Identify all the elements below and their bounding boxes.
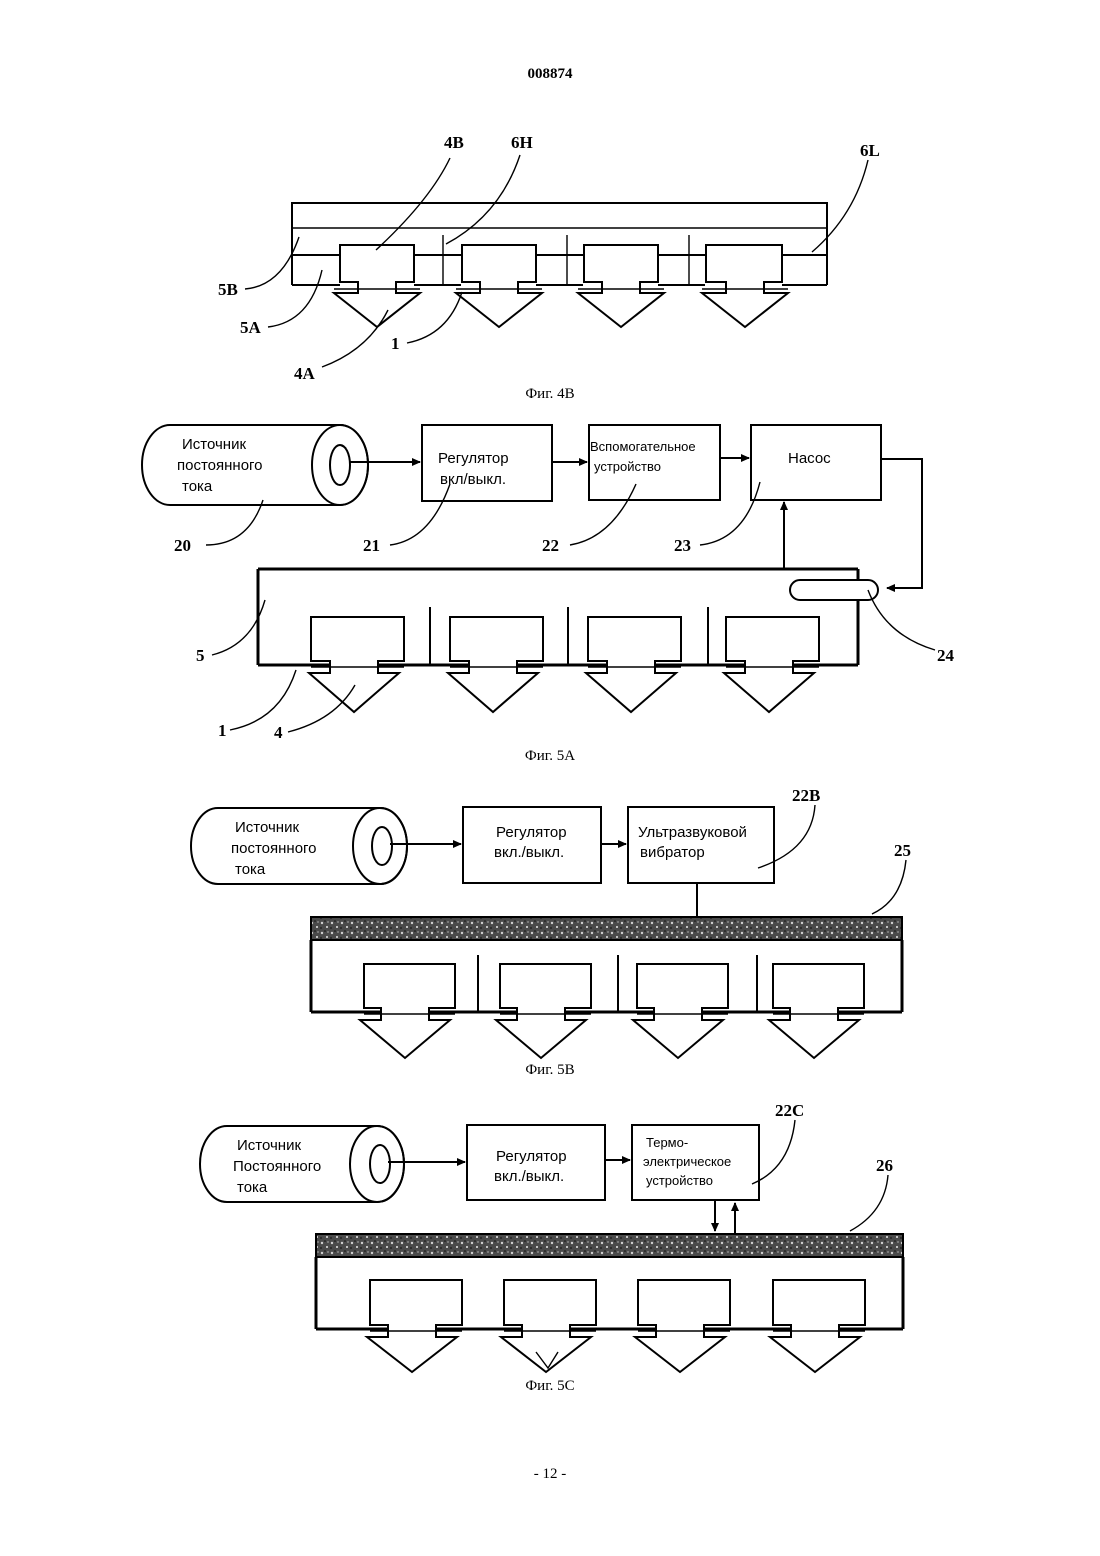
vibrator-label-line2: вибратор xyxy=(640,844,705,861)
ref-26: 26 xyxy=(876,1156,893,1175)
emitter-unit xyxy=(635,1280,730,1372)
source-label-line1: Источник xyxy=(235,819,299,836)
source-label-line2: постоянного xyxy=(231,840,317,857)
vibrator-label-line1: Ультразвуковой xyxy=(638,824,747,841)
auxiliary-label-line1: Вспомогательное xyxy=(590,439,696,454)
figure-5b: Источник постоянного тока Регулятор вкл.… xyxy=(191,786,911,1078)
ref-21: 21 xyxy=(363,536,380,555)
ref-1: 1 xyxy=(218,721,227,740)
regulator-label-line1: Регулятор xyxy=(496,824,567,841)
thermo-label-line1: Термо- xyxy=(646,1135,688,1150)
caption-fig-4b: Фиг. 4В xyxy=(525,386,574,402)
source-label-line3: тока xyxy=(182,478,213,495)
source-label-line3: тока xyxy=(237,1179,268,1196)
source-label-line2: постоянного xyxy=(177,457,263,474)
pump-label: Насос xyxy=(788,450,831,467)
source-label-line2: Постоянного xyxy=(233,1158,321,1175)
ref-6h: 6Н xyxy=(511,133,533,152)
emitter-unit xyxy=(770,1280,865,1372)
ref-20: 20 xyxy=(174,536,191,555)
inlet-24 xyxy=(790,580,878,600)
dc-source: Источник Постоянного тока xyxy=(200,1126,404,1202)
figure-4b: 4В 6Н 6L 5В 5А 4А 1 Фиг. 4В xyxy=(218,133,880,402)
ref-4b: 4В xyxy=(444,133,464,152)
dc-source: Источник постоянного тока xyxy=(191,808,407,884)
emitter-unit xyxy=(578,245,664,327)
ref-25: 25 xyxy=(894,841,911,860)
source-label-line1: Источник xyxy=(182,436,246,453)
source-label-line3: тока xyxy=(235,861,266,878)
ref-4: 4 xyxy=(274,723,283,742)
source-label-line1: Источник xyxy=(237,1137,301,1154)
ref-24: 24 xyxy=(937,646,955,665)
thermo-label-line3: устройство xyxy=(646,1173,713,1188)
emitter-unit xyxy=(367,1280,462,1372)
caption-fig-5b: Фиг. 5В xyxy=(525,1062,574,1078)
vibration-layer-25 xyxy=(311,917,902,940)
ref-5b: 5В xyxy=(218,280,238,299)
regulator-label-line1: Регулятор xyxy=(496,1148,567,1165)
figure-5a: Источник постоянного тока Регулятор вкл/… xyxy=(142,425,955,764)
ref-22c: 22С xyxy=(775,1101,804,1120)
ref-1: 1 xyxy=(391,334,400,353)
thermo-label-line2: электрическое xyxy=(643,1154,731,1169)
regulator-label-line2: вкл./выкл. xyxy=(494,1168,564,1185)
regulator-label-line1: Регулятор xyxy=(438,450,509,467)
ref-4a: 4А xyxy=(294,364,316,383)
ref-6l: 6L xyxy=(860,141,880,160)
auxiliary-label-line2: устройство xyxy=(594,459,661,474)
page-footer-number: - 12 - xyxy=(0,1466,1100,1483)
ref-22b: 22В xyxy=(792,786,820,805)
emitter-unit xyxy=(501,1280,596,1372)
regulator-label-line2: вкл./выкл. xyxy=(494,844,564,861)
ref-23: 23 xyxy=(674,536,691,555)
ref-5a: 5А xyxy=(240,318,262,337)
thermal-layer-26 xyxy=(316,1234,903,1257)
ref-22: 22 xyxy=(542,536,559,555)
emitter-unit xyxy=(334,245,420,327)
figure-5c: Источник Постоянного тока Регулятор вкл.… xyxy=(200,1101,903,1394)
ref-5: 5 xyxy=(196,646,205,665)
emitter-unit xyxy=(456,245,542,327)
emitter-unit xyxy=(702,245,788,327)
dc-source-20: Источник постоянного тока xyxy=(142,425,368,505)
caption-fig-5c: Фиг. 5С xyxy=(525,1378,574,1394)
caption-fig-5a: Фиг. 5А xyxy=(525,748,575,764)
